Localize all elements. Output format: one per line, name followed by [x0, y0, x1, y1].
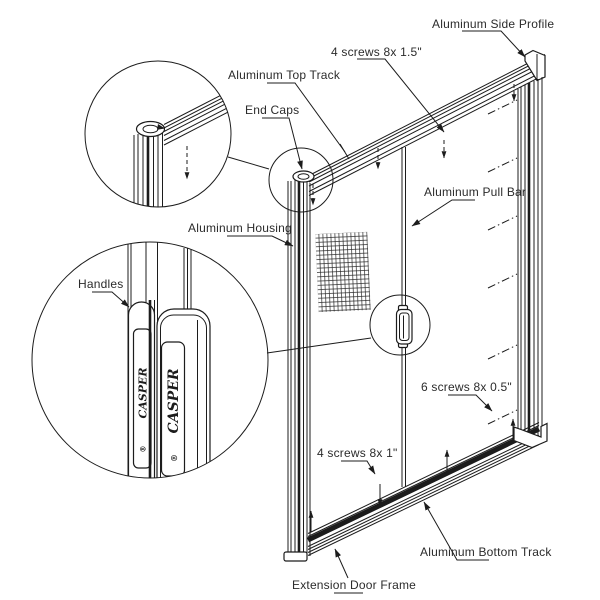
latch-detail [369, 294, 431, 356]
bottom-screw-indicators [308, 418, 516, 532]
side-profile [517, 77, 543, 443]
label-side-profile: Aluminum Side Profile [432, 17, 554, 31]
housing-end-cap [292, 170, 315, 183]
handle-front: CASPER ® [156, 308, 211, 478]
housing-foot [283, 551, 308, 562]
brand-mark-front: ® [169, 454, 179, 462]
side-profile-foot [513, 422, 548, 449]
callout-leaders [92, 30, 526, 594]
label-extension-frame: Extension Door Frame [292, 578, 416, 592]
cap-screw-mark [157, 124, 165, 130]
label-screws-bottom: 4 screws 8x 1" [317, 446, 397, 460]
bottom-track [306, 422, 541, 556]
extension-frame-lines [307, 441, 540, 556]
top-track [308, 49, 546, 196]
latch-handle [395, 308, 413, 345]
detail-connector-top [227, 156, 270, 170]
end-cap-zoom-circle [268, 147, 334, 213]
label-screws-side: 6 screws 8x 0.5" [421, 380, 512, 394]
brand-text-back: CASPER [137, 367, 150, 418]
brand-mark-back: ® [139, 446, 148, 453]
brand-text-front: CASPER [166, 369, 182, 434]
side-screw-marks [487, 99, 518, 425]
label-housing: Aluminum Housing [188, 221, 292, 235]
label-screws-top: 4 screws 8x 1.5" [331, 45, 422, 59]
top-screw-indicators [310, 84, 517, 206]
label-end-caps: End Caps [245, 103, 299, 117]
label-top-track: Aluminum Top Track [228, 68, 341, 82]
detail-circle-handles: CASPER ® CASPER ® [31, 241, 269, 479]
detail-circle-corner [84, 60, 232, 208]
label-bottom-track: Aluminum Bottom Track [420, 545, 552, 559]
screen-mesh [315, 231, 371, 313]
detail-connector-handle [266, 337, 372, 354]
track-end-cap-right [524, 49, 546, 82]
label-pull-bar: Aluminum Pull Bar [424, 185, 526, 199]
latch-detail-circle [369, 294, 431, 356]
housing [287, 179, 311, 560]
label-handles: Handles [78, 277, 123, 291]
